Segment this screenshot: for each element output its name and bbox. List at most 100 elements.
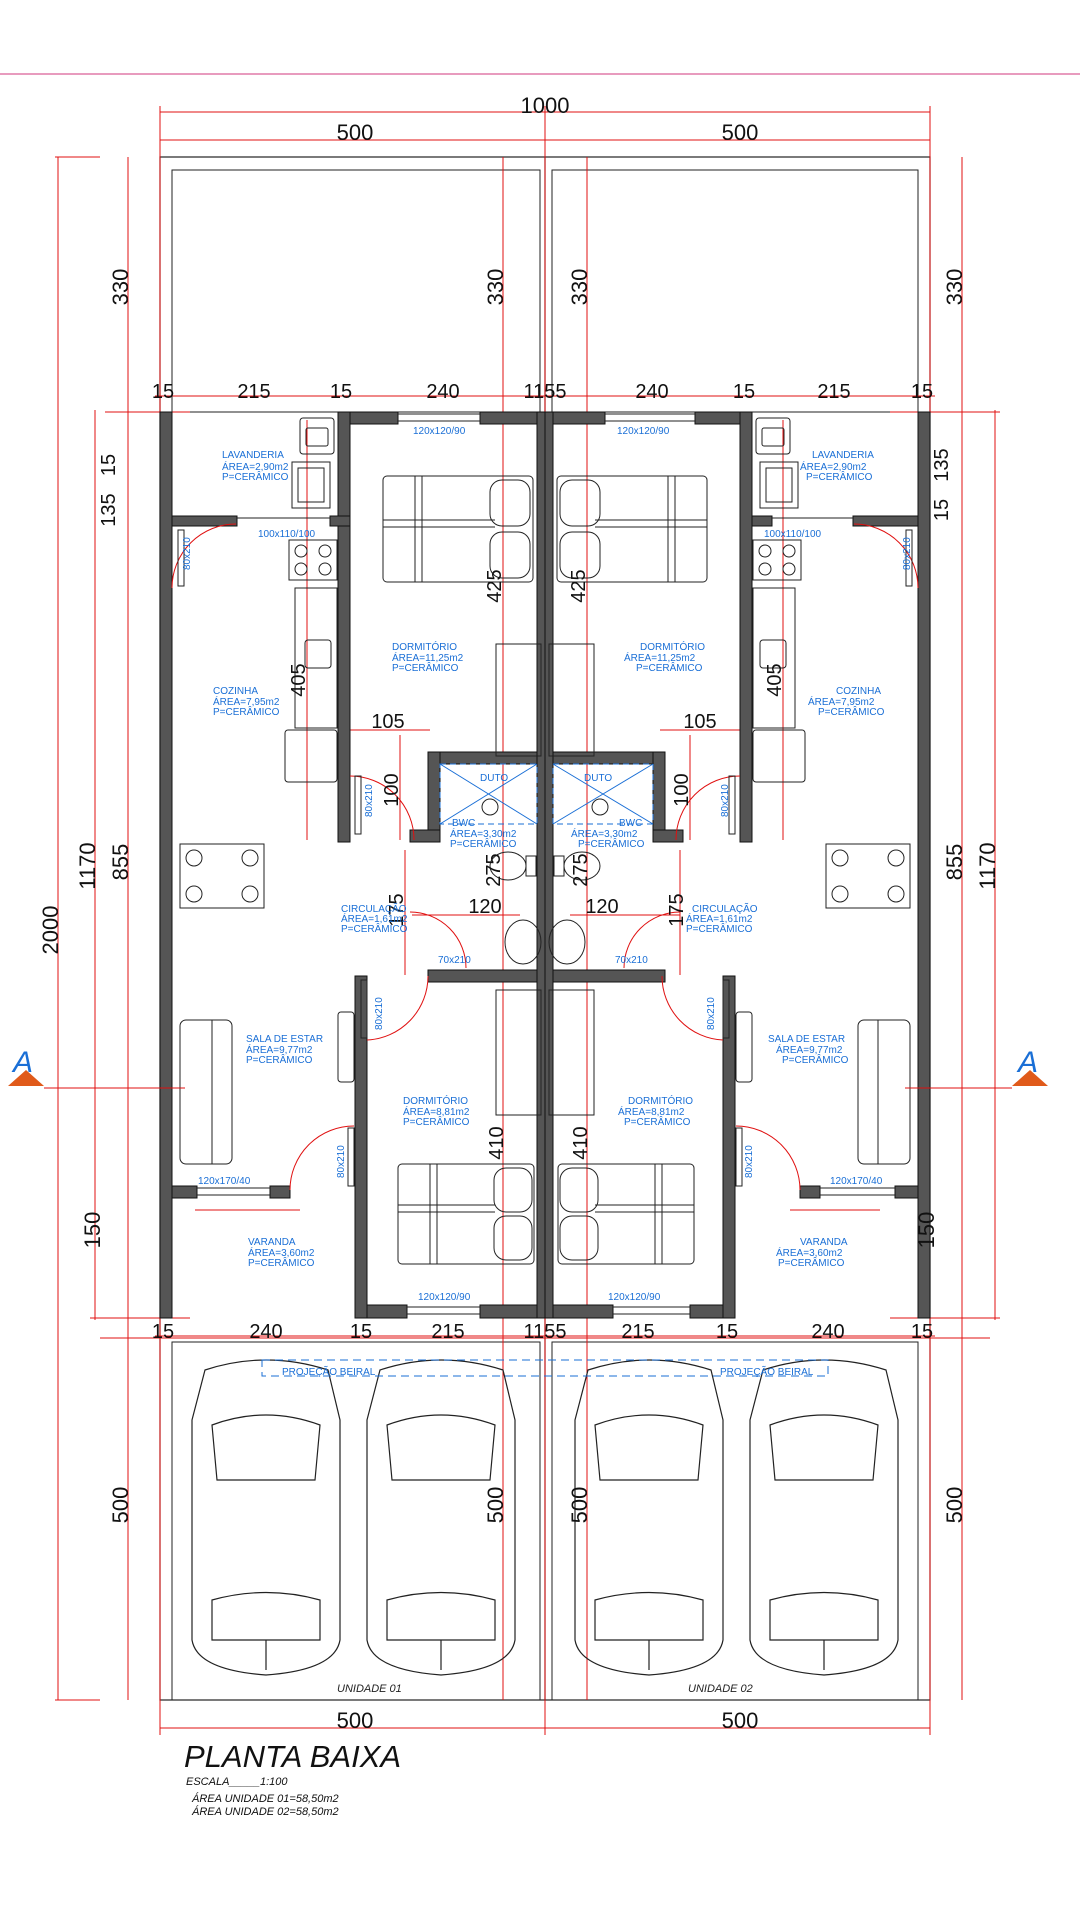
room-name: COZINHA [836,686,881,697]
dim-wall-bot-1: 15 [152,1321,174,1343]
room-floor: P=CERÂMICO [818,705,885,718]
window-label: 120x120/90 [617,426,670,437]
room-area: ÁREA=1,61m2 [341,912,408,925]
window-label: 120x120/90 [413,426,466,437]
room-floor: P=CERÂMICO [782,1053,849,1066]
dim-dorm-depth-right: 425 [568,569,590,602]
room-name: DORMITÓRIO [640,640,705,653]
dim-wall-top-4: 15 [911,381,933,403]
room-area: ÁREA=3,30m2 [571,827,638,840]
dim-house-depth-left: 1170 [75,842,100,889]
duto-label: DUTO [584,773,612,784]
area-unit-02: ÁREA UNIDADE 02=58,50m2 [191,1805,339,1818]
duto-label: DUTO [480,773,508,784]
label-dormitorio1-left: DORMITÓRIO ÁREA=11,25m2 P=CERÂMICO [392,640,464,674]
dim-circ-depth-right: 175 [666,893,688,926]
label-varanda-left: VARANDA ÁREA=3,60m2 P=CERÂMICO [248,1237,315,1269]
room-labels: LAVANDERIA ÁREA=2,90m2 P=CERÂMICO LAVAND… [213,450,885,1269]
room-area: ÁREA=1,61m2 [686,912,753,925]
unit-02-label: UNIDADE 02 [688,1683,753,1695]
room-name: BWC [452,818,475,829]
drawing-title: PLANTA BAIXA [184,1739,401,1774]
dim-bath-width-right: 120 [585,896,618,918]
dim-wall-pair-top: 1155 [523,381,566,403]
dim-veranda-right: 150 [914,1212,939,1249]
dim-dorm-depth-left: 425 [484,569,506,602]
dim-dorm-width-bot-left: 240 [249,1321,282,1343]
drawing-scale: ESCALA_____1:100 [186,1776,288,1788]
door-label: 70x210 [615,955,648,966]
door-label: 80x210 [364,784,375,817]
label-circulacao-right: CIRCULAÇÃO ÁREA=1,61m2 P=CERÂMICO [686,902,758,935]
room-area: ÁREA=11,25m2 [392,651,464,664]
dim-lav-wall-right: 15 [931,499,953,521]
label-bwc-left: BWC ÁREA=3,30m2 P=CERÂMICO [450,818,517,850]
unit-01-label: UNIDADE 01 [337,1683,402,1695]
door-label: 80x210 [336,1145,347,1178]
bathroom-fixtures [439,763,654,965]
doors [171,523,919,1191]
room-name: DORMITÓRIO [628,1094,693,1107]
room-name: SALA DE ESTAR [246,1034,323,1045]
dim-bath-depth-right: 275 [570,853,592,886]
label-cozinha-right: COZINHA ÁREA=7,95m2 P=CERÂMICO [808,686,885,718]
dim-front-yard-1: 330 [108,269,133,306]
dim-hall-width-right: 105 [683,711,716,733]
dim-hall-depth-right: 100 [671,773,693,806]
dim-parking-3: 500 [567,1487,592,1524]
room-name: COZINHA [213,686,258,697]
room-floor: P=CERÂMICO [636,661,703,674]
dim-wall-bot-4: 15 [911,1321,933,1343]
room-floor: P=CERÂMICO [248,1256,315,1269]
dim-bath-depth-left: 275 [483,853,505,886]
label-dormitorio2-left: DORMITÓRIO ÁREA=8,81m2 P=CERÂMICO [403,1094,470,1128]
label-sala-right: SALA DE ESTAR ÁREA=9,77m2 P=CERÂMICO [768,1034,849,1066]
room-area: ÁREA=3,60m2 [248,1246,315,1259]
window-label: 120x120/90 [418,1292,471,1303]
window-label: 100x110/100 [764,529,822,540]
room-name: LAVANDERIA [812,450,874,461]
room-area: ÁREA=8,81m2 [403,1105,470,1118]
dim-dorm2-depth-left: 410 [486,1126,508,1159]
room-floor: P=CERÂMICO [778,1256,845,1269]
section-marker-right [905,1070,1048,1089]
walls [159,411,931,1319]
eave-label: PROJEÇÃO BEIRAL [282,1365,376,1378]
window-label: 100x110/100 [258,529,316,540]
dim-half-width-bottom-right: 500 [722,1708,759,1733]
dim-dorm-width-left: 240 [426,381,459,403]
door-label: 80x210 [706,997,717,1030]
dim-lav-width-left: 215 [237,381,270,403]
car-1 [191,1359,341,1676]
dim-wall-pair-bot: 1155 [523,1321,566,1343]
room-area: ÁREA=9,77m2 [246,1043,313,1056]
dim-wall-bot-2: 15 [350,1321,372,1343]
dim-total-width: 1000 [521,93,570,118]
dim-lav-depth-left: 135 [98,493,120,526]
dim-dorm-width-bot-right: 240 [811,1321,844,1343]
section-marker-label-left: A [11,1046,33,1079]
dim-front-yard-2: 330 [483,269,508,306]
dim-hall-depth-left: 100 [381,773,403,806]
room-name: LAVANDERIA [222,450,284,461]
room-name: DORMITÓRIO [403,1094,468,1107]
dim-dorm-width-right: 240 [635,381,668,403]
dim-half-width-bottom-left: 500 [337,1708,374,1733]
label-cozinha-left: COZINHA ÁREA=7,95m2 P=CERÂMICO [213,686,280,718]
room-floor: P=CERÂMICO [403,1115,470,1128]
section-marker-label-right: A [1016,1046,1038,1079]
room-name: DORMITÓRIO [392,640,457,653]
dim-kitchen-depth-left: 405 [288,663,310,696]
dim-circ-depth-left: 175 [386,893,408,926]
opening-labels: 120x120/90 120x120/90 100x110/100 100x11… [182,426,913,1378]
room-floor: P=CERÂMICO [222,470,289,483]
room-name: SALA DE ESTAR [768,1034,845,1045]
room-floor: P=CERÂMICO [341,922,408,935]
dim-inner-depth-right: 855 [942,844,967,881]
room-name: VARANDA [800,1237,848,1248]
dim-parking-2: 500 [483,1487,508,1524]
room-floor: P=CERÂMICO [450,837,517,850]
label-dormitorio2-right: DORMITÓRIO ÁREA=8,81m2 P=CERÂMICO [618,1094,693,1128]
room-floor: P=CERÂMICO [246,1053,313,1066]
